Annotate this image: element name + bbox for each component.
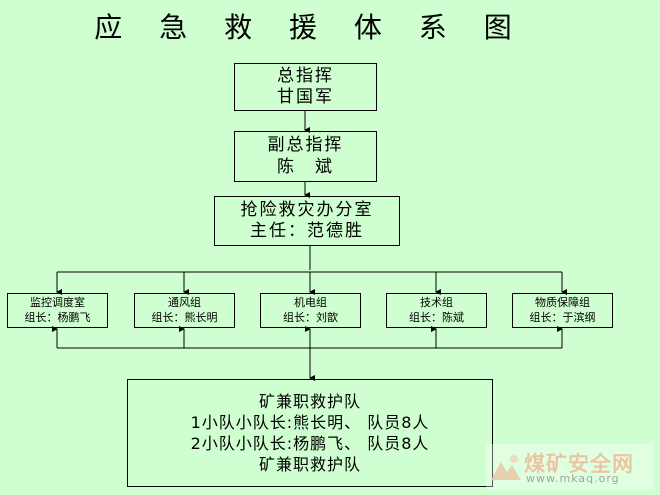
office-role: 抢险救灾办分室: [240, 199, 374, 220]
group-name: 技术组: [420, 295, 453, 309]
group-name: 通风组: [168, 295, 201, 309]
commander-box: 总指挥 甘国军: [234, 63, 377, 111]
group-leader: 组长：于滨纲: [529, 310, 596, 324]
group-monitoring: 监控调度室 组长：杨鹏飞: [7, 293, 108, 328]
deputy-name: 陈 斌: [277, 156, 334, 177]
group-name: 监控调度室: [30, 295, 85, 309]
watermark-url: www.mkaq.org: [526, 472, 620, 485]
office-director: 主任：范德胜: [250, 221, 364, 241]
group-leader: 组长：陈斌: [409, 310, 464, 324]
mountain-logo-icon: [491, 455, 521, 480]
group-leader: 组长：熊长明: [151, 310, 218, 324]
group-technical: 技术组 组长：陈斌: [386, 293, 487, 328]
watermark: 煤矿安全网 www.mkaq.org: [486, 444, 654, 490]
group-name: 物质保障组: [535, 295, 590, 309]
team-line-1: 矿兼职救护队: [258, 391, 361, 411]
commander-role: 总指挥: [277, 65, 334, 86]
group-material-support: 物质保障组 组长：于滨纲: [512, 293, 613, 328]
team-line-3: 2小队小队长:杨鹏飞、 队员8人: [190, 434, 430, 453]
team-line-4: 矿兼职救护队: [258, 455, 361, 475]
group-ventilation: 通风组 组长：熊长明: [134, 293, 235, 328]
group-electromechanical: 机电组 组长：刘歆: [260, 293, 361, 328]
group-name: 机电组: [294, 295, 327, 309]
team-line-2: 1小队小队长:熊长明、 队员8人: [190, 412, 430, 432]
diagram-title: 应 急 救 援 体 系 图: [94, 11, 526, 44]
deputy-role: 副总指挥: [267, 135, 344, 156]
rescue-team-box: 矿兼职救护队 1小队小队长:熊长明、 队员8人 2小队小队长:杨鹏飞、 队员8人…: [127, 379, 493, 487]
commander-name: 甘国军: [277, 87, 334, 107]
group-leader: 组长：杨鹏飞: [24, 310, 91, 324]
watermark-text: 煤矿安全网: [524, 452, 634, 476]
group-leader: 组长：刘歆: [283, 310, 338, 324]
deputy-commander-box: 副总指挥 陈 斌: [234, 131, 377, 182]
rescue-office-box: 抢险救灾办分室 主任：范德胜: [214, 196, 400, 246]
